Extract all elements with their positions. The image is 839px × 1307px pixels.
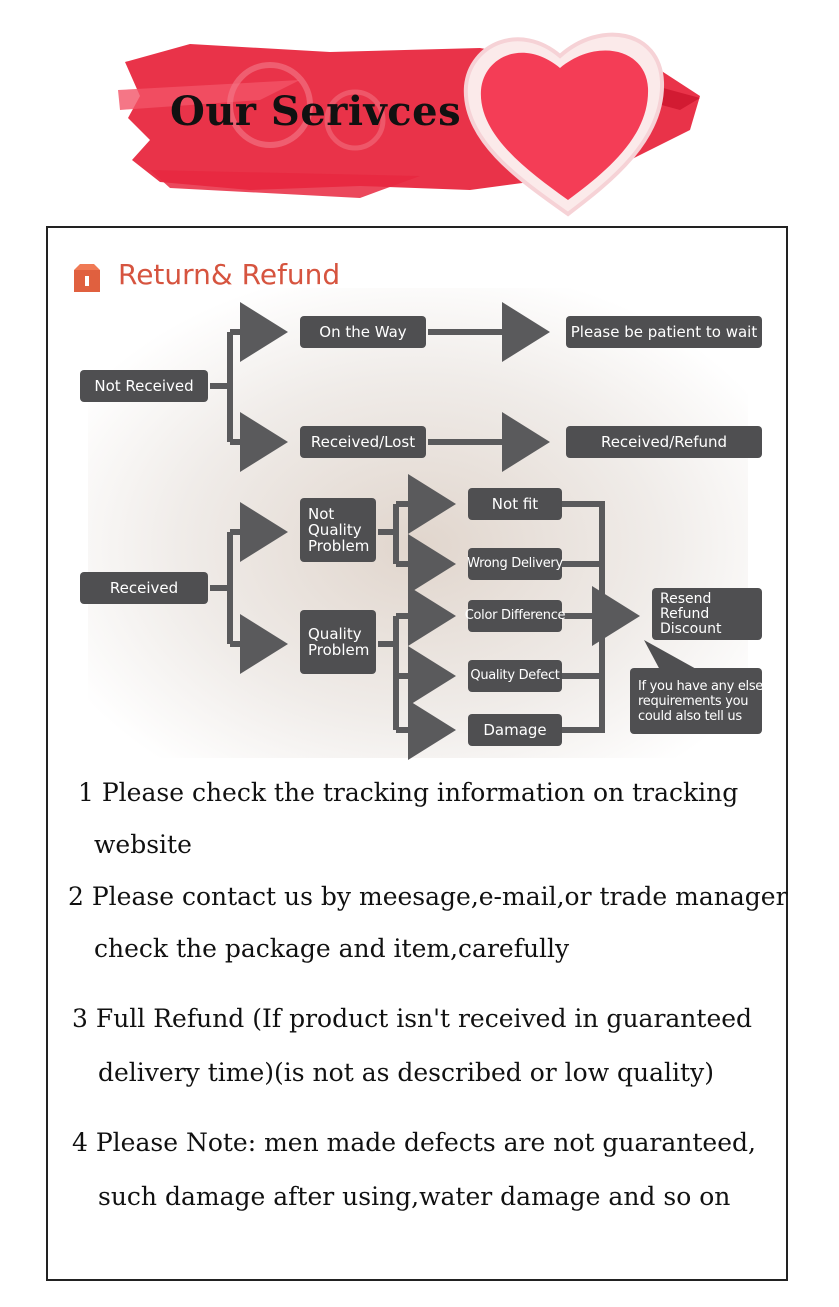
node-not-received: Not Received bbox=[80, 370, 208, 402]
node-on-the-way: On the Way bbox=[300, 316, 426, 348]
callout-line-1: If you have any else bbox=[638, 678, 764, 694]
heart-icon bbox=[463, 32, 665, 217]
node-quality-line-2: Problem bbox=[308, 641, 370, 659]
services-banner: Our Serivces bbox=[0, 0, 839, 225]
node-received: Received bbox=[80, 572, 208, 604]
note-2-line-2: check the package and item,carefully bbox=[94, 934, 570, 963]
callout-box: If you have any else requirements you co… bbox=[630, 668, 764, 734]
node-received-lost: Received/Lost bbox=[300, 426, 426, 458]
note-4-line-2: such damage after using,water damage and… bbox=[98, 1182, 731, 1211]
resolution-refund: Refund bbox=[660, 605, 710, 622]
node-not-quality-line-2: Quality bbox=[308, 521, 362, 539]
node-quality-problem: Quality Problem bbox=[300, 610, 376, 674]
callout-line-2: requirements you bbox=[638, 693, 749, 709]
node-resolution: Resend Refund Discount bbox=[652, 588, 762, 640]
note-4-line-1: 4 Please Note: men made defects are not … bbox=[72, 1128, 756, 1157]
node-received-refund: Received/Refund bbox=[566, 426, 762, 458]
return-refund-diagram: Return& Refund Not Received On the Way P… bbox=[48, 228, 788, 763]
node-not-quality-line-1: Not bbox=[308, 505, 335, 523]
callout-line-3: could also tell us bbox=[638, 708, 742, 724]
node-quality-line-1: Quality bbox=[308, 625, 362, 643]
diagram-connectors bbox=[88, 288, 748, 760]
node-color-difference: Color Difference bbox=[465, 600, 566, 632]
resolution-discount: Discount bbox=[660, 620, 722, 637]
note-3-line-1: 3 Full Refund (If product isn't received… bbox=[72, 1004, 753, 1033]
node-not-quality-line-3: Problem bbox=[308, 537, 370, 555]
node-not-quality-problem: Not Quality Problem bbox=[300, 498, 376, 562]
node-quality-defect: Quality Defect bbox=[468, 660, 562, 692]
node-wrong-delivery: Wrong Delivery bbox=[467, 548, 563, 580]
node-please-wait: Please be patient to wait bbox=[566, 316, 762, 348]
content-frame: Return& Refund Not Received On the Way P… bbox=[46, 226, 788, 1281]
note-1-line-2: website bbox=[94, 830, 192, 859]
diagram-title: Return& Refund bbox=[118, 258, 341, 291]
resolution-resend: Resend bbox=[660, 590, 712, 607]
banner-title: Our Serivces bbox=[170, 88, 462, 135]
note-1-line-1: 1 Please check the tracking information … bbox=[78, 778, 739, 807]
note-3-line-2: delivery time)(is not as described or lo… bbox=[98, 1058, 714, 1087]
node-not-fit: Not fit bbox=[468, 488, 562, 520]
node-damage: Damage bbox=[468, 714, 562, 746]
box-icon bbox=[74, 264, 100, 292]
note-2-line-1: 2 Please contact us by meesage,e-mail,or… bbox=[68, 882, 788, 911]
